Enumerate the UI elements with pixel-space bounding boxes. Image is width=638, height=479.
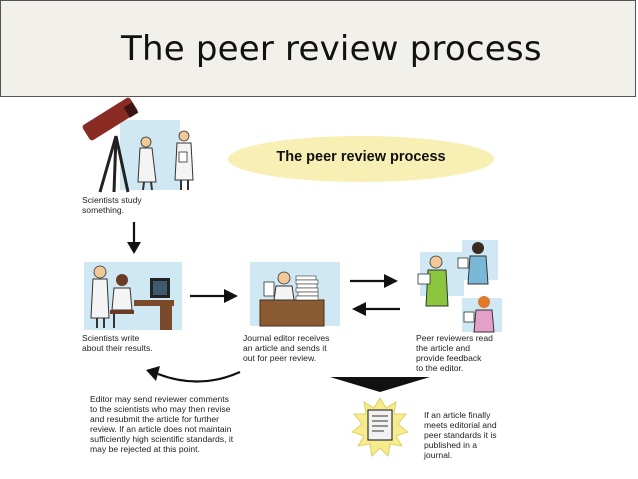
caption-publish: If an article finally meets editorial an…: [424, 410, 497, 460]
arrow-editor-to-reviewers: [350, 274, 398, 288]
diagram-heading: The peer review process: [276, 149, 446, 165]
scientists-write-icon: [90, 265, 174, 330]
telescope-icon: [82, 97, 139, 193]
arrow-write-to-editor: [190, 289, 238, 303]
caption-editor: Journal editor receives an article and s…: [243, 333, 330, 363]
caption-write: Scientists write about their results.: [82, 333, 153, 353]
arrow-editor-to-scientists: [146, 366, 241, 383]
title-bar: The peer review process: [0, 0, 636, 97]
scientists-study-icon: [137, 130, 194, 191]
caption-reviewers: Peer reviewers read the article and prov…: [416, 333, 493, 373]
caption-study: Scientists study something.: [82, 195, 142, 215]
arrow-to-publish: [330, 377, 430, 392]
caption-revise: Editor may send reviewer comments to the…: [90, 394, 234, 454]
peer-reviewers-icon: [417, 242, 495, 333]
arrow-study-to-write: [127, 222, 141, 254]
diagram-heading-oval: The peer review process: [228, 136, 494, 182]
slide-title: The peer review process: [121, 29, 542, 69]
arrow-reviewers-to-editor: [352, 302, 400, 316]
journal-editor-icon: [259, 271, 325, 327]
published-journal-icon: [351, 397, 409, 457]
